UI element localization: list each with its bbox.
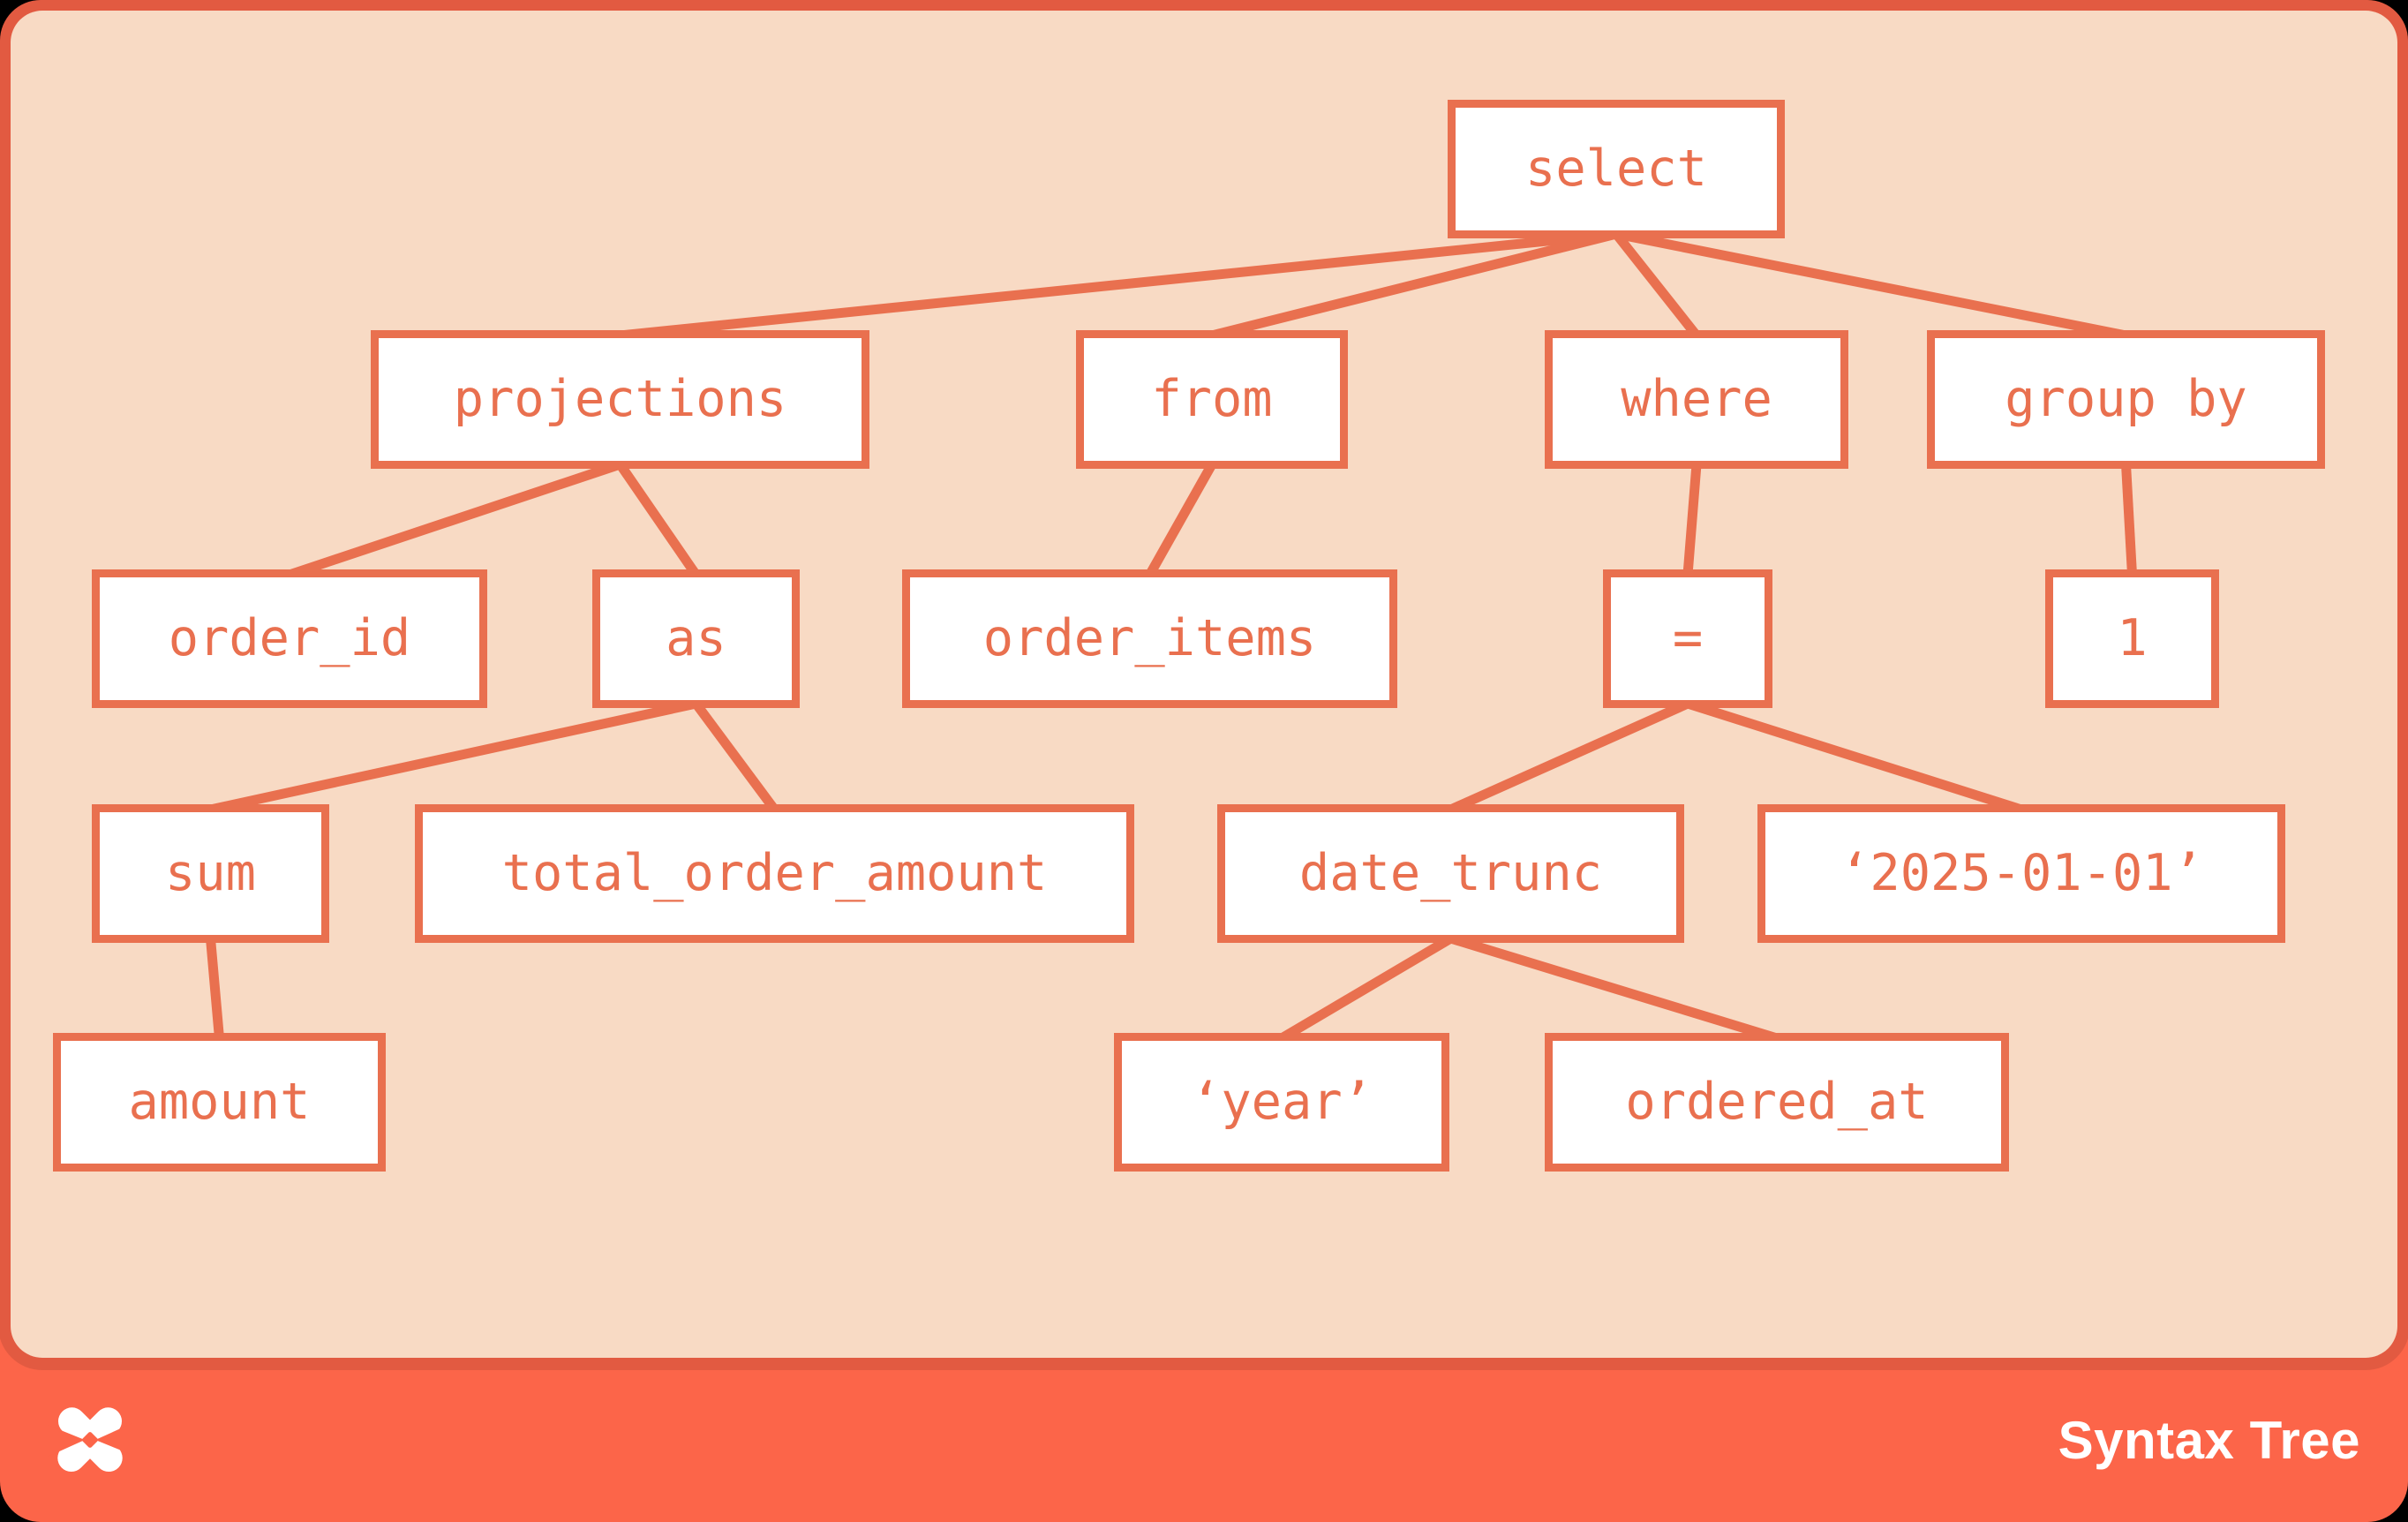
tree-edge-select-from (1210, 229, 1618, 341)
tree-node-as: as (592, 569, 800, 708)
tree-edge-date_trunc-year_literal (1279, 934, 1454, 1043)
tree-edge-group_by-one (2121, 463, 2137, 576)
footer-bar: Syntax Tree (0, 1358, 2408, 1522)
tree-edge-as-sum (209, 698, 697, 815)
tree-edge-where-eq (1682, 463, 1702, 576)
tree-node-order_id: order_id (92, 569, 487, 708)
tree-node-group_by: group by (1927, 330, 2325, 469)
tree-edge-sum-amount (206, 938, 224, 1039)
tree-edge-projections-as (615, 461, 701, 578)
tree-edge-as-total_order_amount (692, 700, 779, 813)
tree-node-projections: projections (371, 330, 869, 469)
tree-node-sum: sum (92, 804, 329, 943)
tree-edge-date_trunc-ordered_at (1449, 933, 1779, 1044)
tree-node-order_items: order_items (902, 569, 1397, 708)
tree-edge-select-group_by (1614, 229, 2127, 341)
tree-edge-select-where (1612, 230, 1701, 339)
tree-edge-select-projections (619, 229, 1617, 341)
tree-node-amount: amount (53, 1033, 386, 1172)
tree-node-from: from (1076, 330, 1348, 469)
tree-node-ordered_at: ordered_at (1545, 1033, 2009, 1172)
tree-node-year_literal: ‘year’ (1114, 1033, 1449, 1172)
dagster-x-mark-icon (48, 1407, 132, 1473)
tree-node-date_trunc: date_trunc (1217, 804, 1684, 943)
footer-title: Syntax Tree (2058, 1410, 2360, 1470)
tree-node-eq: = (1603, 569, 1772, 708)
tree-node-total_order_amount: total_order_amount (415, 804, 1134, 943)
tree-node-select: select (1448, 100, 1785, 238)
tree-edge-from-order_items (1145, 462, 1216, 577)
tree-node-one: 1 (2045, 569, 2219, 708)
tree-edge-eq-date_trunc (1449, 698, 1690, 815)
tree-node-date_literal: ‘2025-01-01’ (1757, 804, 2285, 943)
tree-node-where: where (1545, 330, 1848, 469)
tree-edge-projections-order_id (288, 459, 622, 580)
tree-edge-eq-date_literal (1686, 698, 2023, 815)
